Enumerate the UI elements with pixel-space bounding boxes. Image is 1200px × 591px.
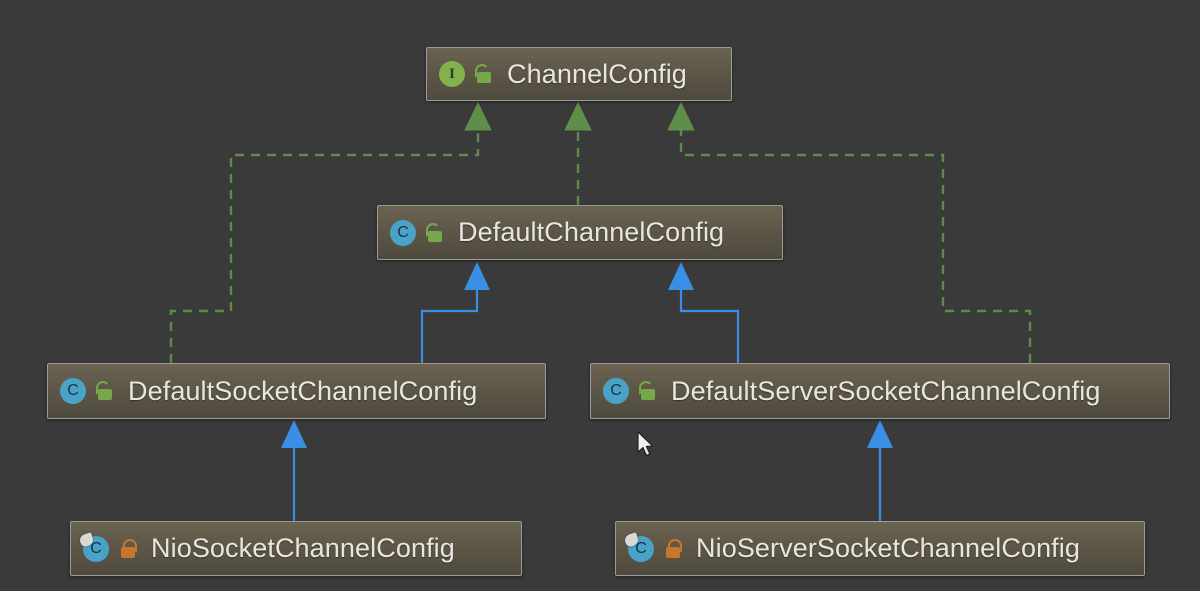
class-icon: C: [390, 219, 416, 246]
edge-nscc-extends-dscc: [281, 420, 307, 521]
node-default-server-socket-channel-config[interactable]: C DefaultServerSocketChannelConfig: [590, 363, 1170, 419]
unlocked-green-icon: [639, 381, 657, 401]
class-icon: C: [603, 378, 629, 404]
edge-dsscc-extends-dcc: [668, 262, 740, 363]
final-class-icon: C: [623, 531, 654, 562]
node-label: ChannelConfig: [507, 58, 687, 89]
interface-icon: I: [439, 61, 465, 87]
node-label: DefaultChannelConfig: [458, 217, 725, 247]
edge-dscc-extends-dcc: [420, 262, 490, 363]
unlocked-green-icon: [96, 381, 114, 401]
node-channel-config[interactable]: I ChannelConfig: [426, 47, 732, 101]
node-nio-socket-channel-config[interactable]: C NioSocketChannelConfig: [70, 521, 522, 576]
class-icon: C: [60, 378, 86, 404]
edge-nsscc-extends-dsscc: [867, 420, 893, 521]
mouse-pointer-icon: [637, 432, 654, 457]
locked-orange-icon: [664, 538, 682, 559]
node-label: DefaultSocketChannelConfig: [128, 375, 478, 406]
node-label: NioSocketChannelConfig: [151, 533, 455, 563]
node-label: DefaultServerSocketChannelConfig: [671, 375, 1101, 406]
node-default-channel-config[interactable]: C DefaultChannelConfig: [377, 205, 783, 260]
node-label: NioServerSocketChannelConfig: [696, 533, 1081, 563]
unlocked-green-icon: [475, 64, 493, 84]
unlocked-green-icon: [426, 222, 444, 243]
final-class-icon: C: [78, 531, 109, 562]
node-nio-server-socket-channel-config[interactable]: C NioServerSocketChannelConfig: [615, 521, 1145, 576]
locked-orange-icon: [119, 538, 137, 559]
node-default-socket-channel-config[interactable]: C DefaultSocketChannelConfig: [47, 363, 546, 419]
edge-dcc-implements-cc: [564, 101, 592, 205]
